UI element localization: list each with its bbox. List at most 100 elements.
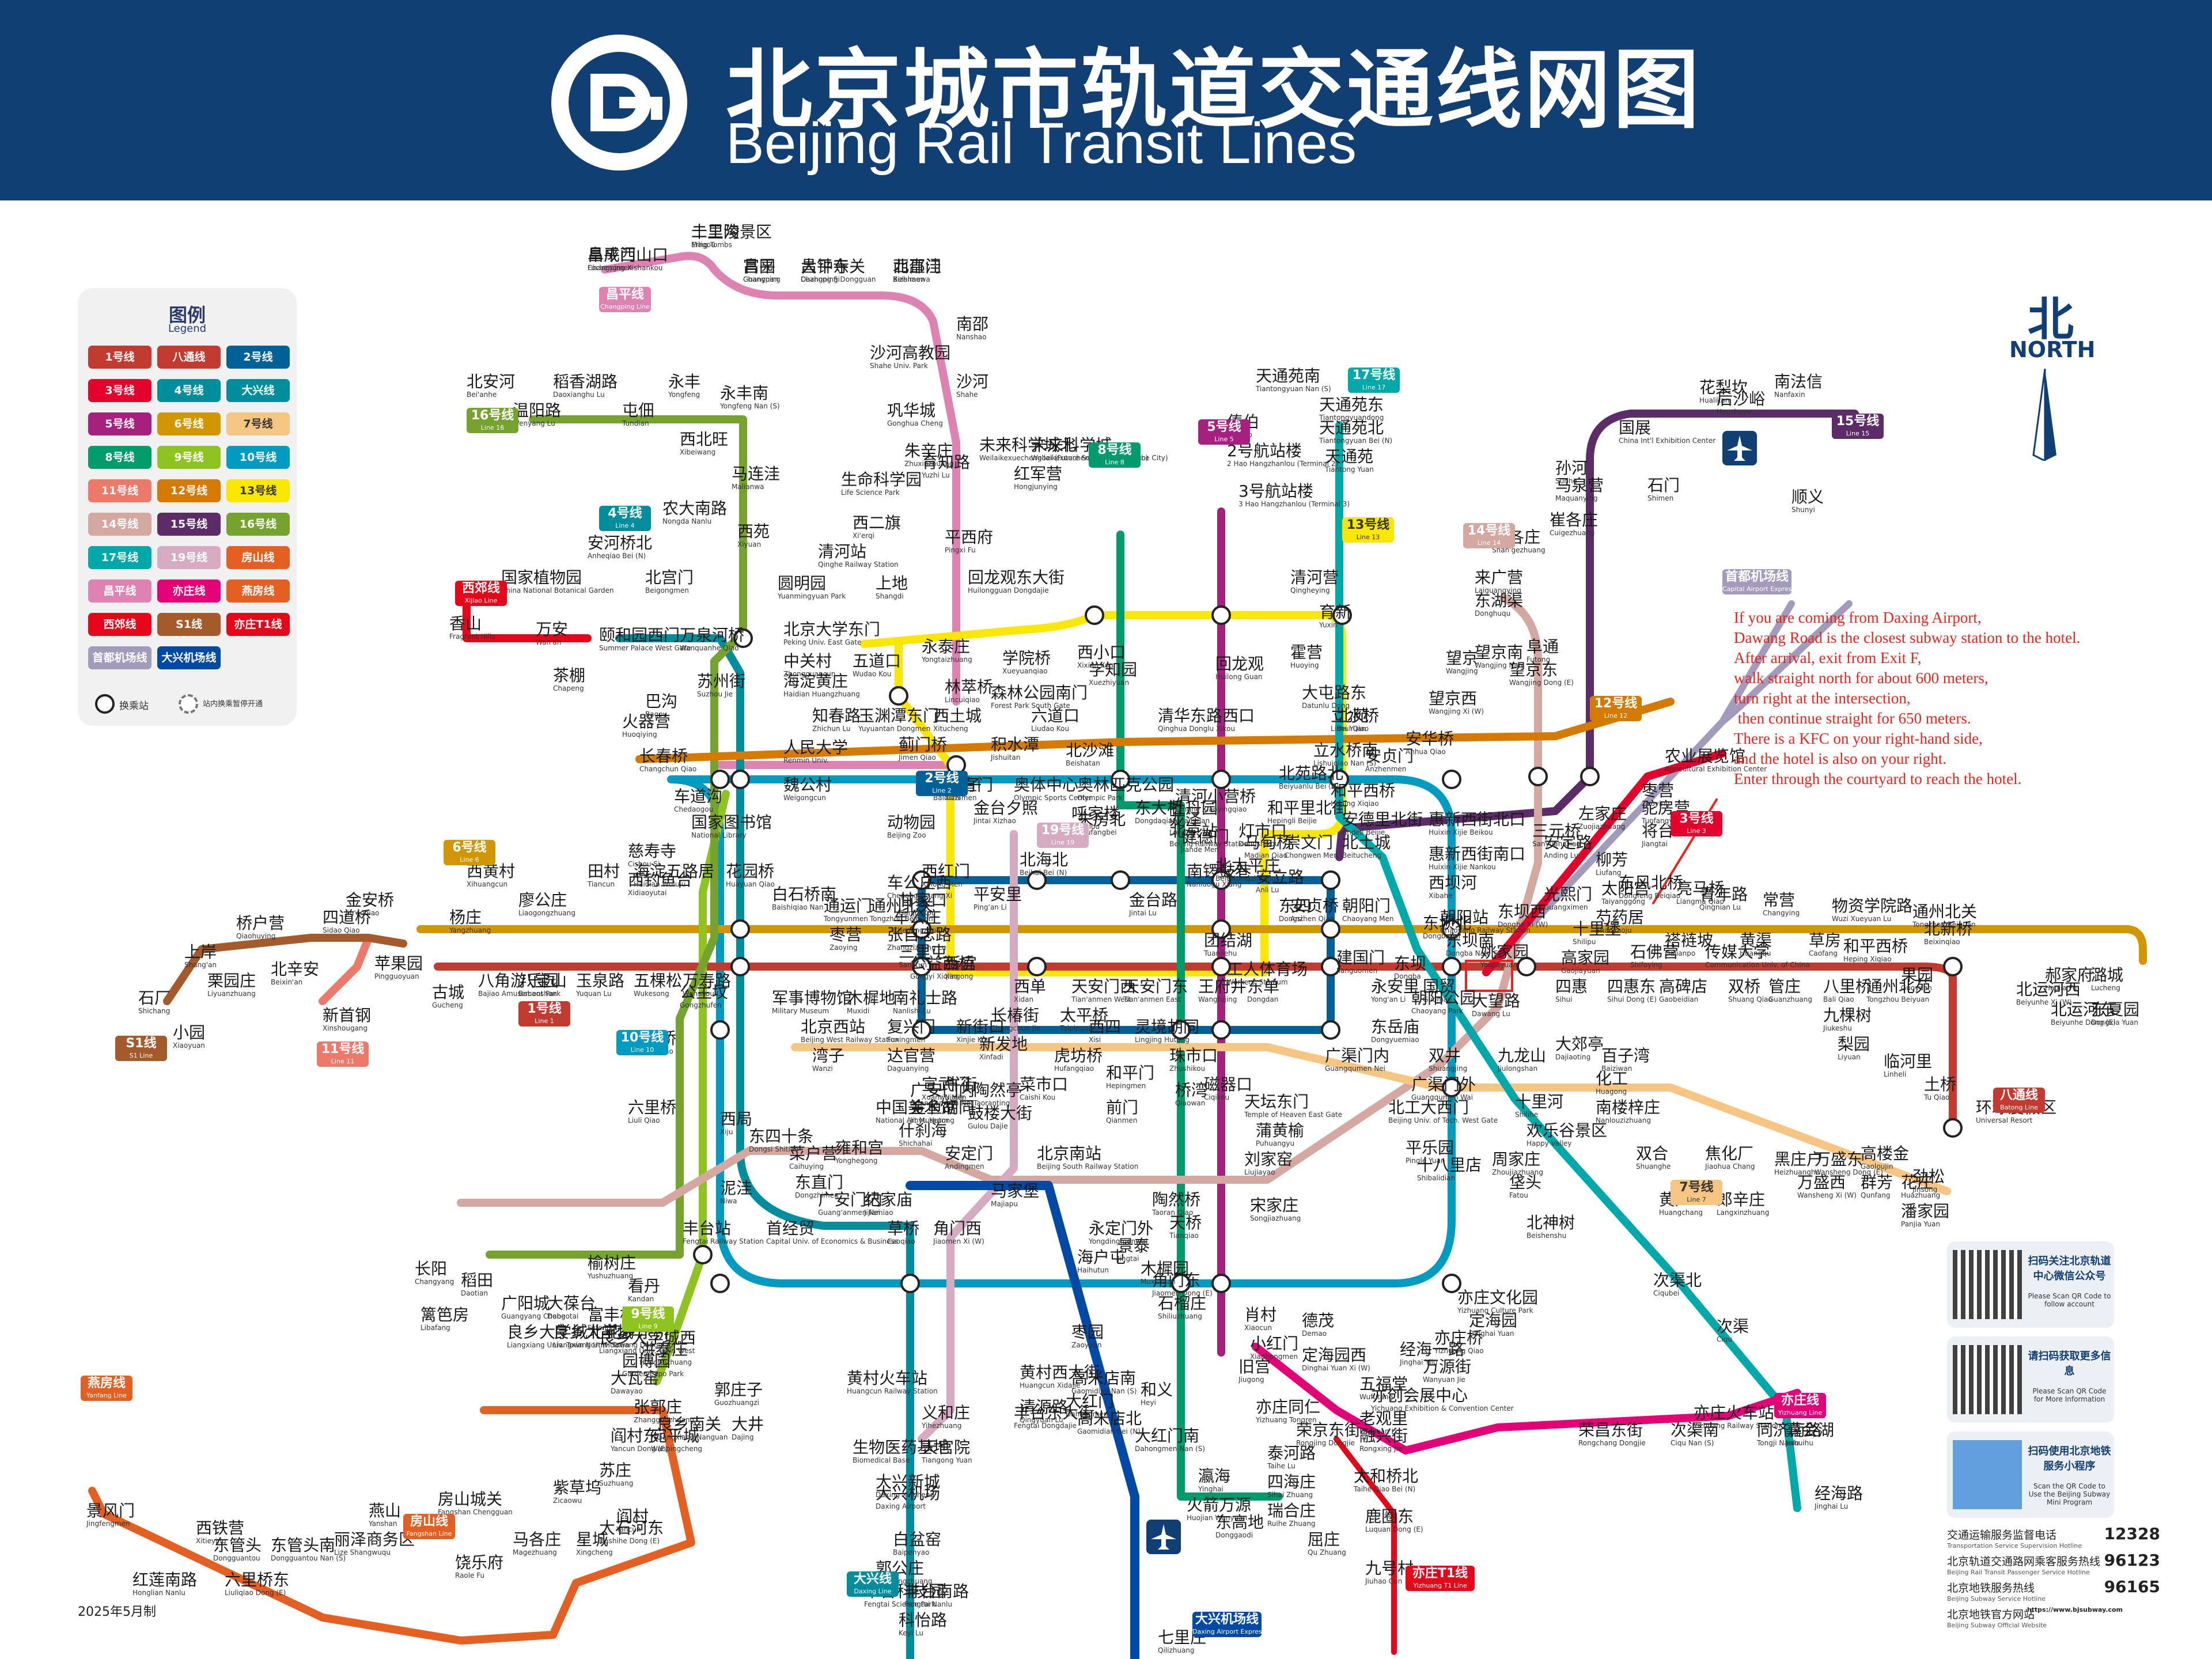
transfer-station-icon[interactable] [1211, 770, 1231, 789]
transfer-station-icon[interactable] [1330, 770, 1349, 789]
hotline-number[interactable]: https://www.bjsubway.com [2027, 1606, 2123, 1613]
transfer-station-icon[interactable] [710, 770, 730, 789]
transfer-station-icon[interactable] [912, 957, 931, 976]
transfer-station-icon[interactable] [1442, 1078, 1461, 1097]
transfer-station-icon[interactable] [1211, 957, 1231, 976]
transfer-station-icon[interactable] [1321, 957, 1340, 976]
transfer-station-icon[interactable] [693, 1245, 713, 1264]
transfer-station-icon[interactable] [1027, 957, 1047, 976]
